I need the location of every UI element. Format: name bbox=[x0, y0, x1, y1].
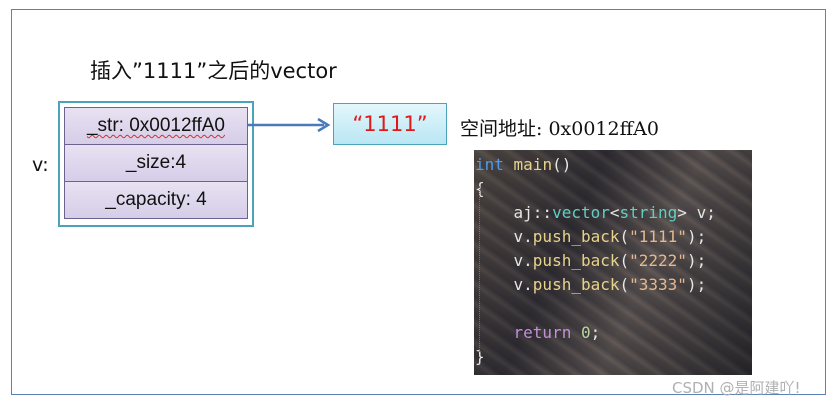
number-literal: 0 bbox=[571, 323, 591, 342]
code-token: aj:: bbox=[475, 203, 553, 222]
pointer-arrow bbox=[248, 117, 331, 133]
watermark: CSDN @是阿建吖! bbox=[672, 379, 801, 397]
string-literal: "2222" bbox=[629, 251, 687, 270]
keyword-return: return bbox=[513, 323, 572, 342]
function-main: main bbox=[503, 155, 553, 174]
string-value-box: “1111” bbox=[333, 103, 447, 145]
code-token: } bbox=[475, 347, 485, 366]
string-literal: "1111" bbox=[629, 227, 687, 246]
type-string: string bbox=[619, 203, 678, 222]
indent-guide bbox=[479, 186, 480, 352]
code-token: ( bbox=[619, 275, 630, 294]
code-token: ); bbox=[686, 275, 707, 294]
code-line-8: return 0; bbox=[474, 321, 752, 345]
code-line-9: } bbox=[474, 345, 752, 369]
code-token: () bbox=[552, 155, 572, 174]
vector-variable-label: v: bbox=[32, 154, 49, 176]
code-token: ( bbox=[619, 227, 630, 246]
type-vector: vector bbox=[552, 203, 610, 222]
diagram-title: 插入”1111”之后的vector bbox=[90, 59, 337, 83]
code-line-4: v.push_back("1111"); bbox=[474, 225, 752, 249]
string-literal: "3333" bbox=[629, 275, 687, 294]
string-value-text: “1111” bbox=[352, 112, 428, 136]
field-str-label: _str: 0x0012ffA0 bbox=[86, 115, 226, 136]
code-token: v. bbox=[475, 275, 533, 294]
code-line-1: int main() bbox=[474, 153, 752, 177]
code-line-5: v.push_back("2222"); bbox=[474, 249, 752, 273]
field-capacity: _capacity: 4 bbox=[64, 181, 248, 219]
code-line-6: v.push_back("3333"); bbox=[474, 273, 752, 297]
field-capacity-label: _capacity: 4 bbox=[105, 189, 207, 210]
code-panel: int main() { aj::vector<string> v; v.pus… bbox=[474, 150, 752, 375]
address-label: 空间地址: 0x0012ffA0 bbox=[460, 118, 659, 140]
code-token: v. bbox=[475, 251, 533, 270]
code-line-3: aj::vector<string> v; bbox=[474, 201, 752, 225]
code-token: ); bbox=[686, 251, 707, 270]
code-line-7 bbox=[474, 297, 752, 321]
code-token: v. bbox=[475, 227, 533, 246]
code-token: ( bbox=[619, 251, 630, 270]
code-token: ); bbox=[686, 227, 707, 246]
field-str: _str: 0x0012ffA0 bbox=[64, 107, 248, 145]
function-push-back: push_back bbox=[532, 227, 620, 246]
keyword-int: int bbox=[475, 155, 504, 174]
field-size-label: _size:4 bbox=[125, 152, 187, 173]
code-token: ; bbox=[590, 323, 601, 342]
function-push-back: push_back bbox=[532, 251, 620, 270]
code-token: < bbox=[609, 203, 620, 222]
vector-struct: _str: 0x0012ffA0 _size:4 _capacity: 4 bbox=[58, 101, 254, 227]
field-size: _size:4 bbox=[64, 144, 248, 182]
function-push-back: push_back bbox=[532, 275, 620, 294]
code-token: > v; bbox=[677, 203, 716, 222]
code-line-2: { bbox=[474, 177, 752, 201]
